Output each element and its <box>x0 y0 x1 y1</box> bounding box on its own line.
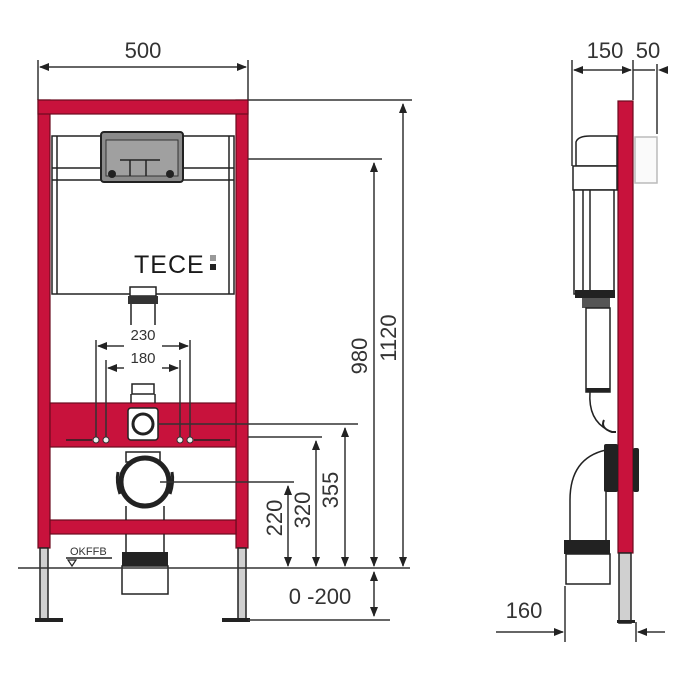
dim-355-label: 355 <box>318 472 343 509</box>
dim-0-200-label: 0 -200 <box>289 584 351 609</box>
flush-pipe <box>128 286 158 403</box>
dim-1120-label: 1120 <box>376 314 401 361</box>
dim-150-label: 150 <box>587 38 624 63</box>
dim-heights: 1120 980 355 320 220 0 -200 <box>262 103 407 617</box>
dim-230-label: 230 <box>130 327 155 344</box>
front-view: 500 <box>18 38 412 622</box>
drain-bend <box>115 451 175 595</box>
floor-level-marker: OKFFB <box>66 546 112 568</box>
dim-bolt-spacing: 230 180 <box>66 327 230 444</box>
dim-50-label: 50 <box>636 38 660 63</box>
brand-logo: TECE <box>134 251 205 279</box>
okffb-label: OKFFB <box>70 546 107 558</box>
dim-980-label: 980 <box>347 338 372 375</box>
dim-160-label: 160 <box>506 598 543 623</box>
cistern: TECE <box>51 131 235 295</box>
side-view: 150 50 160 <box>496 38 668 642</box>
dim-320-label: 320 <box>290 492 315 529</box>
dim-180-label: 180 <box>130 350 155 367</box>
dim-frame-width: 500 <box>37 38 249 100</box>
flush-inlet <box>127 407 159 441</box>
dim-500-label: 500 <box>125 38 162 63</box>
dim-220-label: 220 <box>262 500 287 537</box>
